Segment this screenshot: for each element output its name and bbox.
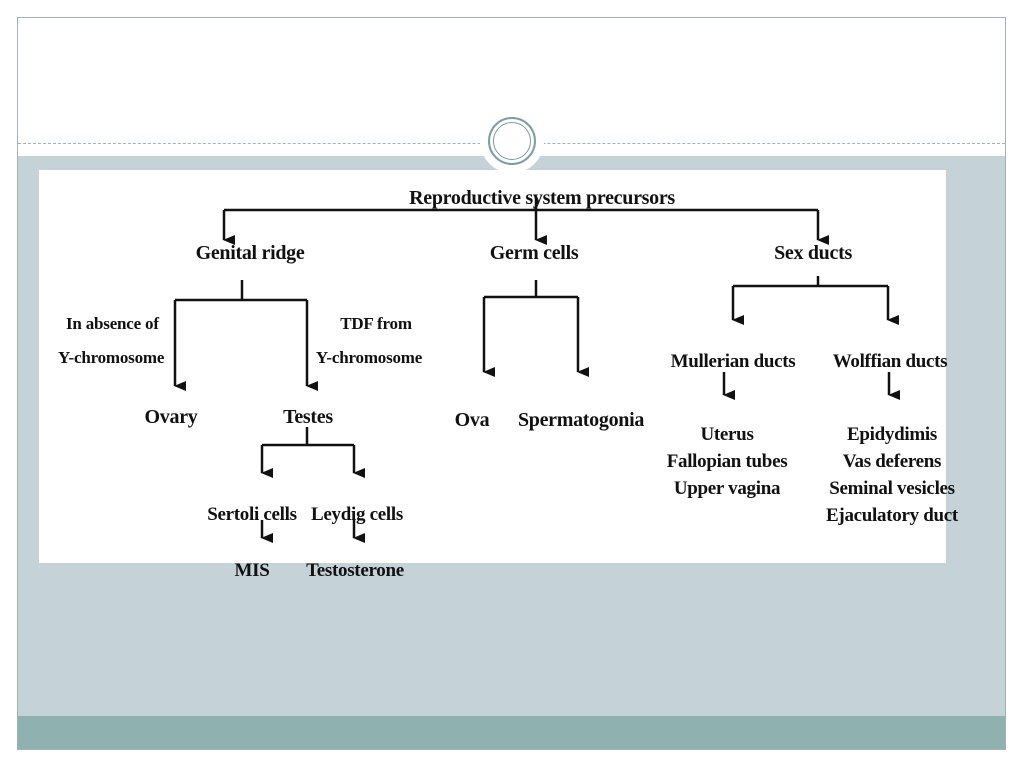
- wolffian-product-ejaculatory-duct: Ejaculatory duct: [826, 505, 958, 526]
- edge-note-tdf-line2: Y-chromosome: [315, 348, 423, 367]
- wolffian-product-epidydimis: Epidydimis: [847, 424, 937, 445]
- edge-note-absence-line1: In absence of: [66, 314, 159, 333]
- wolffian-product-seminal-vesicles: Seminal vesicles: [829, 478, 955, 499]
- mullerian-product-uterus: Uterus: [700, 424, 754, 445]
- node-ova: Ova: [454, 409, 490, 431]
- node-mullerian-ducts: Mullerian ducts: [670, 351, 796, 372]
- node-sex-ducts: Sex ducts: [774, 242, 852, 264]
- node-mis: MIS: [234, 560, 270, 581]
- mullerian-product-upper-vagina: Upper vagina: [673, 478, 781, 499]
- flowchart-diagram: Reproductive system precursors Genital r…: [39, 170, 958, 580]
- flowchart-connectors: [173, 197, 900, 543]
- edge-note-absence-line2: Y-chromosome: [58, 348, 165, 367]
- edge-note-tdf-line1: TDF from: [340, 314, 412, 333]
- node-genital-ridge: Genital ridge: [195, 242, 305, 264]
- node-germ-cells: Germ cells: [489, 242, 579, 264]
- circle-ornament-icon: [480, 109, 544, 173]
- node-spermatogonia: Spermatogonia: [517, 409, 645, 431]
- node-reproductive-system-precursors: Reproductive system precursors: [409, 187, 675, 209]
- node-testes: Testes: [283, 406, 333, 428]
- wolffian-product-vas-deferens: Vas deferens: [842, 451, 942, 472]
- node-sertoli-cells: Sertoli cells: [207, 504, 297, 525]
- node-testosterone: Testosterone: [306, 560, 404, 581]
- mullerian-product-fallopian-tubes: Fallopian tubes: [666, 451, 788, 472]
- node-leydig-cells: Leydig cells: [311, 504, 403, 525]
- footer-band: [18, 716, 1005, 749]
- node-wolffian-ducts: Wolffian ducts: [832, 351, 948, 372]
- node-ovary: Ovary: [144, 406, 198, 428]
